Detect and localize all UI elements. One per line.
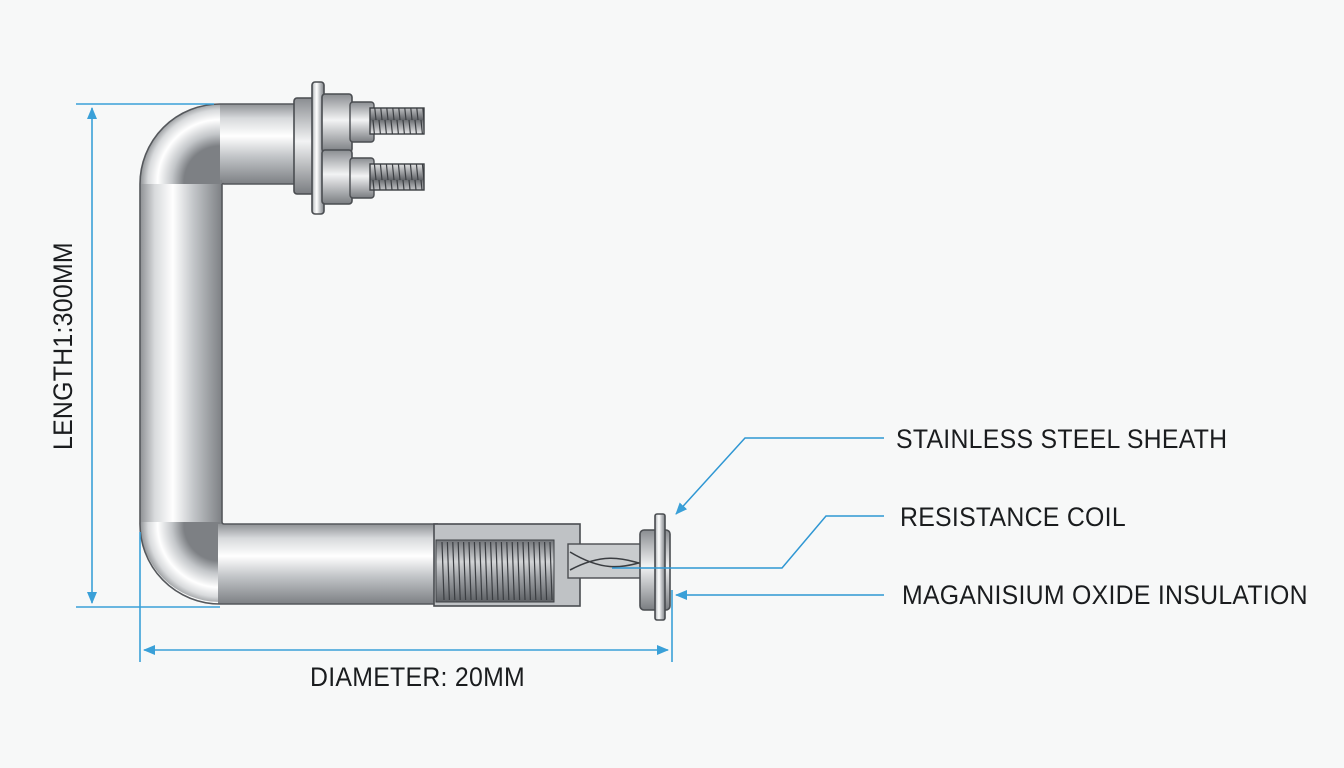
coil-turn: [446, 541, 450, 601]
coil-turn: [506, 541, 510, 601]
length-dimension: [76, 103, 220, 608]
coil-section: [433, 523, 649, 607]
coil-turn: [463, 541, 467, 601]
coil-turn: [479, 541, 483, 601]
coil-turn: [468, 541, 472, 601]
coil-turn: [527, 541, 531, 601]
label-stainless-steel-sheath: STAINLESS STEEL SHEATH: [896, 424, 1228, 454]
coil-turn: [441, 541, 445, 601]
coil-turn: [522, 541, 526, 601]
coil-turn: [452, 541, 456, 601]
leader-coil: [612, 515, 884, 569]
coil-turn: [517, 541, 521, 601]
coil-turn: [484, 541, 488, 601]
coil-turn: [511, 541, 515, 601]
diameter-dimension: [139, 532, 673, 662]
coil-turn: [473, 541, 477, 601]
sheath-pipe: [139, 103, 438, 605]
coil-turn: [490, 541, 494, 601]
coil-turn: [549, 541, 553, 601]
label-resistance-coil: RESISTANCE COIL: [900, 502, 1126, 532]
label-diameter: DIAMETER: 20MM: [310, 662, 526, 692]
leader-sheath: [675, 437, 884, 515]
coil-turn: [533, 541, 537, 601]
coil-turn: [457, 541, 461, 601]
end-flange: [639, 513, 671, 621]
label-length: LENGTH1:300MM: [48, 242, 78, 450]
coil-turn: [538, 541, 542, 601]
label-oxide-insulation: MAGANISIUM OXIDE INSULATION: [902, 580, 1308, 610]
terminal-block: [293, 81, 425, 215]
coil-turn: [495, 541, 499, 601]
coil-turn: [544, 541, 548, 601]
coil-turn: [500, 541, 504, 601]
